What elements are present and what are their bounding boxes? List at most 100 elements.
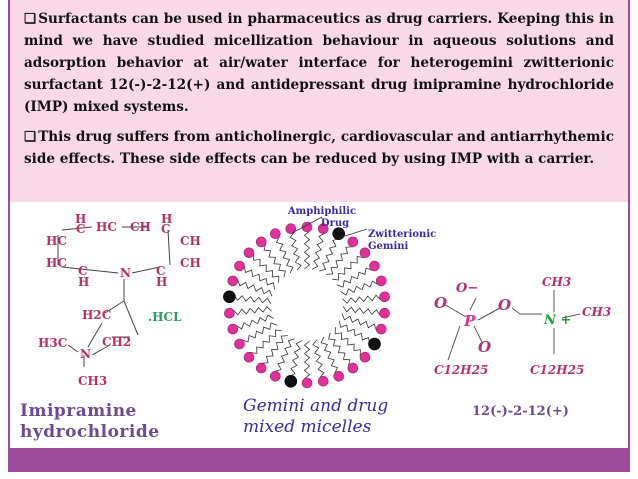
- imipramine-caption: Imipramine hydrochloride: [20, 401, 200, 443]
- micelle-tail: [303, 340, 311, 384]
- footer-bar: [8, 448, 630, 472]
- micelle-gemini-head: [347, 236, 359, 248]
- gemini-atom-o-minus: O−: [456, 281, 478, 296]
- micelle-gemini-head: [317, 376, 329, 387]
- micelle-gemini-head: [255, 362, 267, 374]
- paragraph-surfactants-text: Surfactants can be used in pharmaceutics…: [24, 11, 614, 115]
- micelle-gemini-head: [375, 275, 387, 287]
- imipramine-atom-ch2: CH2: [102, 335, 131, 349]
- imipramine-caption-line2: hydrochloride: [20, 422, 160, 442]
- imipramine-atom-h4: H: [156, 275, 167, 289]
- micelle-gemini-head: [285, 223, 297, 235]
- micelle-tail: [260, 335, 288, 369]
- gemini-atom-o-bottom: O: [478, 338, 491, 356]
- imipramine-atom-c2: C: [161, 222, 171, 236]
- micelle-tail: [341, 313, 382, 331]
- micelle-tail: [328, 332, 353, 369]
- micelle-tail: [336, 265, 375, 288]
- micelle-tail: [342, 306, 385, 316]
- imipramine-atom-c4: C: [156, 264, 166, 278]
- micelle-label-gemini-line1: Zwitterionic: [368, 229, 437, 240]
- micelle-tail: [320, 336, 339, 377]
- micelle-tail: [239, 265, 275, 290]
- gemini-caption: 12(-)-2-12(+): [472, 404, 569, 419]
- gemini-atom-o-left: O: [434, 294, 447, 312]
- imipramine-atom-n-ring: N: [120, 266, 131, 280]
- micelle-caption: Gemini and drug mixed micelles: [243, 396, 433, 438]
- gemini-atom-c12h25-left: C12H25: [434, 363, 488, 377]
- micelle-tail: [288, 340, 303, 382]
- imipramine-atom-h3: H: [78, 275, 89, 289]
- micelle-label-drug: Amphiphilic Drug: [282, 206, 362, 230]
- micelle-drug-head: [332, 227, 345, 241]
- gemini-atom-p: P: [463, 312, 476, 330]
- micelle-tail: [261, 241, 286, 278]
- micelle-gemini-head: [243, 351, 255, 363]
- micelle-tail: [334, 327, 366, 358]
- imipramine-atom-c3: C: [78, 264, 88, 278]
- imipramine-atom-hc-left1: HC: [46, 234, 67, 248]
- micelle-gemini-head: [369, 260, 380, 272]
- gemini-atom-ch3-top: CH3: [542, 275, 571, 289]
- micelle-label-gemini-line2: Gemini: [368, 241, 409, 252]
- micelle-drug-head: [223, 290, 236, 304]
- imipramine-atom-ch3: CH3: [78, 374, 107, 388]
- micelle-drug-pointer: [291, 216, 323, 234]
- micelle-label-drug-line2: Drug: [320, 218, 350, 229]
- imipramine-atom-ch-right2: CH: [180, 256, 201, 270]
- bullet-icon: ❑: [24, 129, 37, 145]
- micelle-gemini-head: [234, 260, 245, 272]
- micelle-label-drug-line1: Amphiphilic: [287, 206, 357, 217]
- micelle-tail: [342, 294, 385, 304]
- bullet-icon: ❑: [24, 11, 37, 27]
- micelle-gemini-head: [269, 228, 281, 240]
- micelle-gemini-head: [301, 221, 313, 233]
- gemini-structure: O− O P O O CH3 CH3 N + C12H25 C12H25: [434, 275, 611, 377]
- imipramine-atom-h1: H: [75, 212, 86, 226]
- imipramine-atom-h2: H: [161, 212, 172, 226]
- micelle-gemini-head: [227, 275, 239, 287]
- micelle-gemini-head: [234, 338, 245, 350]
- imipramine-atom-hc-top: HC: [96, 220, 117, 234]
- micelle-gemini-pointer: [341, 228, 368, 238]
- micelle-drug-head: [284, 375, 298, 388]
- text-box: ❑Surfactants can be used in pharmaceutic…: [10, 0, 628, 202]
- micelle-gemini-head: [375, 323, 387, 335]
- micelle-tail: [289, 228, 302, 271]
- gemini-atom-ch3-right: CH3: [582, 305, 611, 319]
- imipramine-atom-ch-top: CH: [130, 220, 151, 234]
- imipramine-atom-h3c: H3C: [38, 336, 67, 350]
- micelle-gemini-head: [255, 236, 267, 248]
- micelle-tail: [232, 314, 274, 330]
- micelle-label-gemini: Zwitterionic Gemini: [368, 229, 436, 253]
- micelle-tail: [232, 279, 273, 297]
- micelle-tail: [311, 228, 326, 270]
- imipramine-hcl-label: .HCL: [148, 310, 182, 324]
- micelle-tail: [248, 252, 280, 283]
- gemini-atom-o-right: O: [498, 296, 511, 314]
- micelle-tail: [274, 338, 295, 377]
- micelle-tail: [340, 280, 382, 296]
- imipramine-atom-hc-left2: HC: [46, 256, 67, 270]
- imipramine-atom-c1: C: [76, 222, 86, 236]
- micelle-gemini-head: [243, 247, 255, 259]
- micelle-tail: [319, 233, 340, 272]
- micelle-tail: [339, 320, 375, 345]
- imipramine-atom-n-amine: N: [80, 347, 91, 361]
- micelle-drug-head: [368, 337, 381, 351]
- micelle-caption-line2: mixed micelles: [243, 417, 372, 437]
- micelle-gemini-head: [333, 371, 344, 382]
- micelle-gemini-head: [269, 371, 281, 382]
- micelle-diagram: [223, 216, 390, 389]
- micelle-gemini-head: [301, 377, 313, 389]
- micelle-gemini-head: [227, 323, 239, 335]
- gemini-atom-n-plus: N +: [543, 313, 571, 328]
- micelle-tail: [229, 306, 272, 316]
- slide-frame: [8, 0, 630, 471]
- micelle-gemini-head: [317, 223, 329, 235]
- micelle-tail: [332, 252, 366, 281]
- micelle-gemini-head: [347, 362, 359, 374]
- micelle-tail: [248, 329, 282, 358]
- micelle-gemini-head: [224, 307, 235, 319]
